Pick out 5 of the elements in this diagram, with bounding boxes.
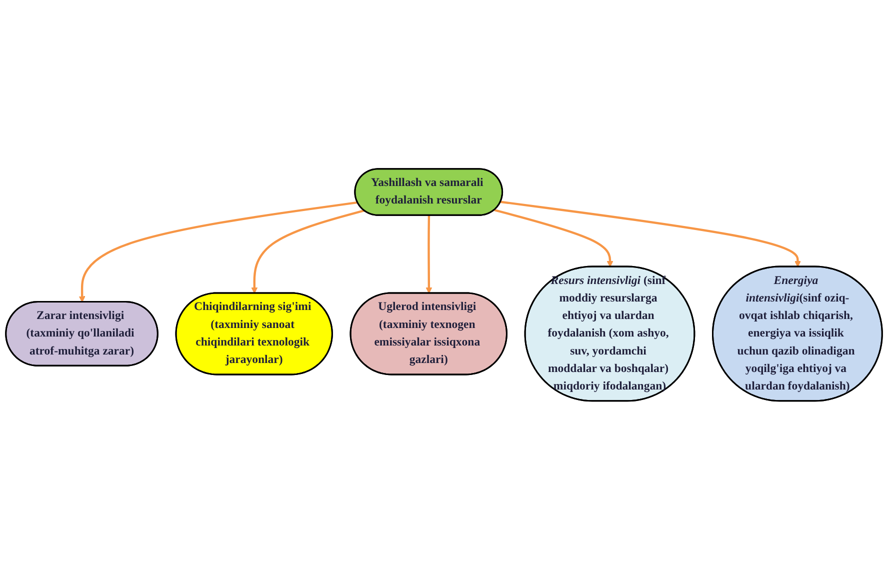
arrow [500,200,801,267]
arrow [78,200,358,302]
arrow [426,215,432,294]
arrow [494,208,614,267]
arrow [251,209,364,294]
